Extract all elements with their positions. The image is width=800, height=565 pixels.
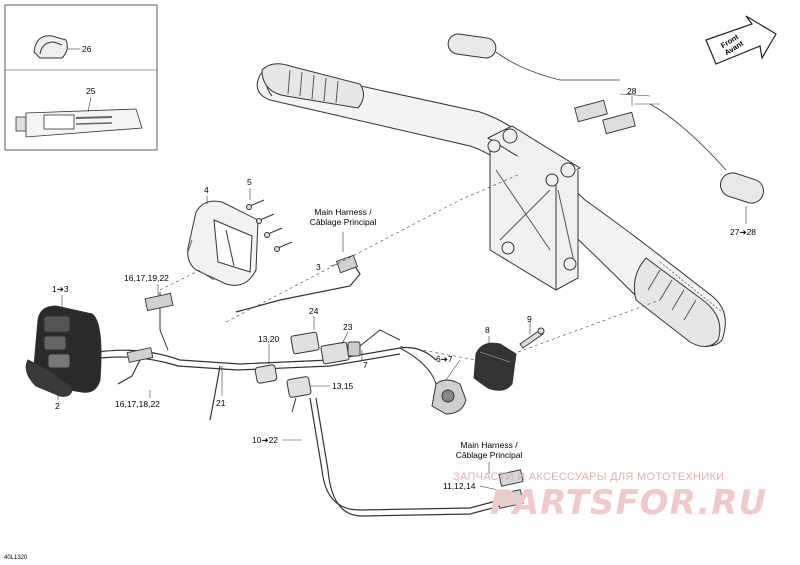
throttle-6-7 bbox=[399, 347, 467, 415]
connectors-24-23 bbox=[290, 329, 401, 365]
riser-clamp bbox=[486, 125, 582, 291]
main-harness-note-bottom-en: Main Harness / bbox=[460, 440, 518, 450]
main-harness-note-top-fr: Câblage Principal bbox=[309, 217, 377, 227]
callout-26: 26 bbox=[82, 44, 92, 54]
leader-lines bbox=[57, 96, 747, 491]
switch-housing-4 bbox=[187, 200, 259, 286]
callout-11-12-14: 11,12,14 bbox=[443, 481, 476, 491]
knob-8 bbox=[473, 342, 517, 391]
callout-1-3: 1➔3 bbox=[52, 284, 69, 294]
screws-5 bbox=[246, 199, 293, 252]
callout-6-7: 6➔7 bbox=[436, 354, 453, 364]
callout-4: 4 bbox=[204, 185, 209, 195]
front-arrow-icon bbox=[705, 15, 777, 65]
grease-tube-25 bbox=[15, 96, 143, 138]
callout-21: 21 bbox=[216, 398, 226, 408]
callout-10-22: 10➔22 bbox=[252, 435, 279, 445]
callout-23: 23 bbox=[343, 322, 353, 332]
main-harness-note-bottom-fr: Câblage Principal bbox=[455, 450, 523, 460]
connectors-13-20-15 bbox=[254, 364, 312, 413]
right-grip bbox=[633, 257, 721, 347]
clip-part-26 bbox=[33, 35, 80, 59]
main-harness-note-bottom: Main Harness / Câblage Principal bbox=[444, 440, 534, 460]
grip-heater-27 bbox=[447, 33, 765, 204]
watermark-caption: ЗАПЧАСТИ И АКСЕССУАРЫ ДЛЯ МОТОТЕХНИКИ bbox=[453, 471, 725, 483]
callout-27-28: 27➔28 bbox=[730, 227, 757, 237]
callout-13-20: 13,20 bbox=[258, 334, 280, 344]
callout-16-17-18-22: 16,17,18,22 bbox=[115, 399, 160, 409]
connector-16-17-19-22 bbox=[126, 292, 174, 363]
reference-dashed-lines bbox=[159, 173, 661, 361]
callout-3: 3 bbox=[316, 262, 321, 272]
callout-7: 7 bbox=[363, 360, 368, 370]
control-switch-1-3 bbox=[25, 305, 102, 397]
callout-25: 25 bbox=[86, 86, 96, 96]
callout-28: 28 bbox=[627, 86, 637, 96]
pin-9 bbox=[519, 327, 545, 349]
wire-harness-21 bbox=[97, 261, 437, 421]
watermark-logo: PARTSFOR.RU bbox=[490, 483, 768, 523]
left-grip bbox=[261, 63, 364, 109]
callout-2: 2 bbox=[55, 401, 60, 411]
callout-9: 9 bbox=[527, 314, 532, 324]
callout-8: 8 bbox=[485, 325, 490, 335]
callout-24: 24 bbox=[309, 306, 319, 316]
main-harness-note-top: Main Harness / Câblage Principal bbox=[298, 207, 388, 227]
lower-harness-10-22 bbox=[309, 397, 501, 517]
callout-16-17-19-22: 16,17,19,22 bbox=[124, 273, 169, 283]
figure-code: 40L1320 bbox=[4, 555, 28, 561]
main-harness-note-top-en: Main Harness / bbox=[314, 207, 372, 217]
connectors-11-12-14 bbox=[496, 469, 524, 509]
connector-3 bbox=[335, 254, 359, 274]
callout-13-15: 13,15 bbox=[332, 381, 354, 391]
connectors-28 bbox=[574, 93, 660, 135]
callout-5: 5 bbox=[247, 177, 252, 187]
